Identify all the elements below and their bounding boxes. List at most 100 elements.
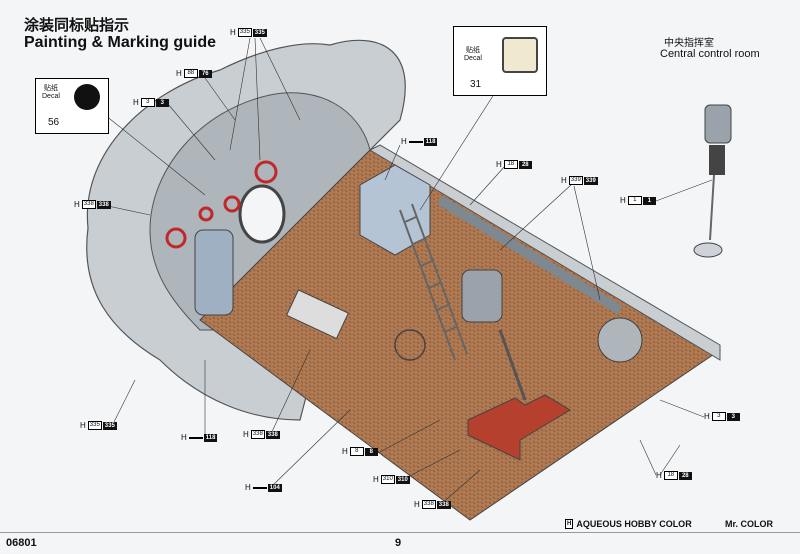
tank: [194, 229, 234, 316]
mr-color-code: 104: [267, 483, 282, 492]
aqueous-code: [188, 436, 203, 439]
floor-box: [285, 289, 349, 340]
decal-label-en: Decal: [464, 55, 482, 62]
decal-number: 31: [470, 79, 482, 90]
valve-wheel: [223, 195, 241, 213]
color-callout: H 118: [401, 137, 438, 146]
aqueous-code: 310: [380, 475, 395, 484]
aqueous-code: 335: [87, 421, 102, 430]
footer-divider: [0, 532, 800, 533]
mr-color-code: 118: [423, 137, 438, 146]
aqueous-legend-symbol: H: [565, 519, 574, 529]
mr-color-code: 3: [155, 98, 169, 107]
motor: [597, 317, 643, 363]
decal-number: 56: [48, 117, 60, 128]
callout-h: H: [243, 430, 249, 439]
mr-color-code: 8: [364, 447, 378, 456]
aqueous-code: 1: [627, 196, 642, 205]
periscope-housing: [461, 269, 503, 323]
callout-h: H: [176, 69, 182, 78]
aqueous-code: 338: [250, 430, 265, 439]
mr-color-code: 338: [96, 200, 111, 209]
callout-h: H: [245, 483, 251, 492]
gauge-decal-icon: [74, 84, 100, 110]
periscope-part: [693, 104, 732, 258]
aqueous-code: 339: [568, 176, 583, 185]
mr-color-code: 339: [583, 176, 598, 185]
periscope-shaft: [498, 329, 527, 401]
mr-color-code: 76: [198, 69, 212, 78]
color-callout: H 104: [245, 483, 282, 492]
callout-h: H: [181, 433, 187, 442]
compass-decal-icon: [502, 37, 538, 73]
callout-h: H: [401, 137, 407, 146]
room-title-en: Central control room: [660, 48, 760, 60]
room-title-cn: 中央指挥室: [664, 38, 714, 49]
mr-color-legend: Mr. COLOR: [718, 519, 773, 529]
callout-h: H: [230, 28, 236, 37]
aqueous-code: [252, 486, 267, 489]
valve-wheel: [165, 227, 187, 249]
mr-color-legend-text: Mr. COLOR: [725, 519, 774, 529]
callout-h: H: [414, 500, 420, 509]
aqueous-code: 3: [711, 412, 726, 421]
mr-color-code: 1: [642, 196, 656, 205]
callout-h: H: [133, 98, 139, 107]
callout-h: H: [373, 475, 379, 484]
decal-label-en: Decal: [42, 93, 60, 100]
aqueous-code: 338: [81, 200, 96, 209]
aqueous-code: 8: [349, 447, 364, 456]
ladder: [399, 203, 468, 361]
decal-label: 贴纸 Decal: [42, 85, 60, 101]
decal-label: 贴纸 Decal: [464, 47, 482, 63]
valve-wheel: [198, 206, 214, 222]
mr-color-code: 310: [395, 475, 410, 484]
decal-label-cn: 贴纸: [465, 47, 480, 54]
chart-table: [467, 394, 571, 461]
mr-color-code: 3: [726, 412, 740, 421]
leader-lines: [79, 37, 713, 506]
pipe: [437, 195, 623, 315]
aqueous-code: 18: [663, 471, 678, 480]
page-title-en: Painting & Marking guide: [24, 34, 217, 51]
valve-wheel: [254, 160, 278, 184]
porthole: [238, 184, 286, 244]
aqueous-code: 335: [237, 28, 252, 37]
aqueous-legend: H AQUEOUS HOBBY COLOR: [565, 519, 692, 529]
product-code: 06801: [6, 537, 37, 549]
callout-h: H: [80, 421, 86, 430]
aqueous-code: 338: [421, 500, 436, 509]
mr-color-code: 118: [203, 433, 218, 442]
decal-box-56: 贴纸 Decal 56: [35, 78, 109, 134]
aqueous-legend-text: AQUEOUS HOBBY COLOR: [576, 519, 692, 529]
mr-color-code: 28: [518, 160, 532, 169]
decal-label-cn: 贴纸: [43, 85, 58, 92]
aqueous-code: 88: [183, 69, 198, 78]
aqueous-code: [408, 140, 423, 143]
callout-h: H: [74, 200, 80, 209]
page-title-cn: 涂装同标贴指示: [24, 17, 130, 34]
callout-h: H: [656, 471, 662, 480]
callout-h: H: [496, 160, 502, 169]
color-callout: H 118: [181, 433, 218, 442]
callout-h: H: [561, 176, 567, 185]
mr-color-code: 335: [252, 28, 267, 37]
callout-h: H: [704, 412, 710, 421]
page-number: 9: [395, 537, 402, 549]
aqueous-code: 3: [140, 98, 155, 107]
